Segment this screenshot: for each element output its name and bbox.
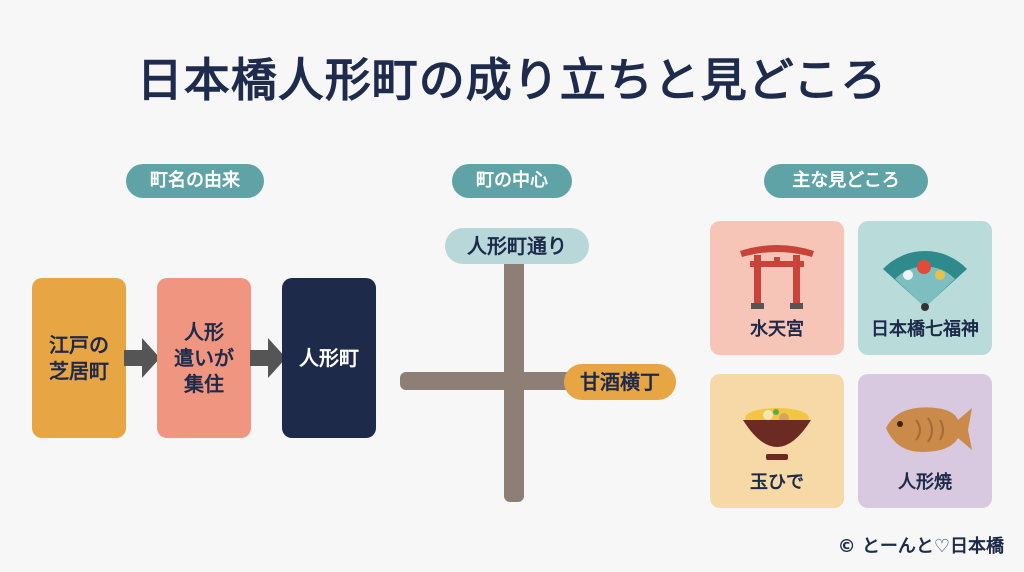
step-puppeteers-gathered: 人形 遣いが 集住: [157, 278, 251, 438]
card-suitengu-label: 水天宮: [750, 319, 804, 340]
sights-header: 主な見どころ: [764, 164, 928, 198]
card-tamahide-label: 玉ひで: [750, 472, 804, 493]
card-ningyoyaki: 人形焼: [858, 374, 992, 508]
arrow-right-icon: [124, 338, 160, 378]
card-tamahide: 玉ひで: [710, 374, 844, 508]
arrow-right-icon: [250, 338, 286, 378]
torii-gate-icon: [740, 245, 814, 309]
card-shichifukujin: 日本橋七福神: [858, 221, 992, 355]
card-suitengu: 水天宮: [710, 221, 844, 355]
step-edo-theater-town-label: 江戸の 芝居町: [49, 333, 109, 383]
origin-header: 町名の由来: [126, 164, 264, 198]
credit-text: © とーんと♡日本橋: [837, 536, 1004, 557]
step-puppeteers-gathered-label: 人形 遣いが 集住: [174, 320, 234, 396]
folding-fan-icon: [883, 251, 967, 311]
vertical-street-label: 人形町通り: [445, 228, 589, 264]
horizontal-street-label: 甘酒横丁: [564, 364, 676, 400]
card-shichifukujin-label: 日本橋七福神: [871, 319, 979, 340]
oyakodon-bowl-icon: [743, 408, 811, 460]
center-header: 町の中心: [452, 164, 572, 198]
horizontal-street-line: [400, 372, 586, 390]
page-title: 日本橋人形町の成り立ちと見どころ: [136, 53, 888, 107]
card-ningyoyaki-label: 人形焼: [898, 472, 952, 493]
step-ningyocho-label: 人形町: [299, 346, 359, 370]
step-ningyocho: 人形町: [282, 278, 376, 438]
taiyaki-icon: [886, 407, 972, 452]
step-edo-theater-town: 江戸の 芝居町: [32, 278, 126, 438]
